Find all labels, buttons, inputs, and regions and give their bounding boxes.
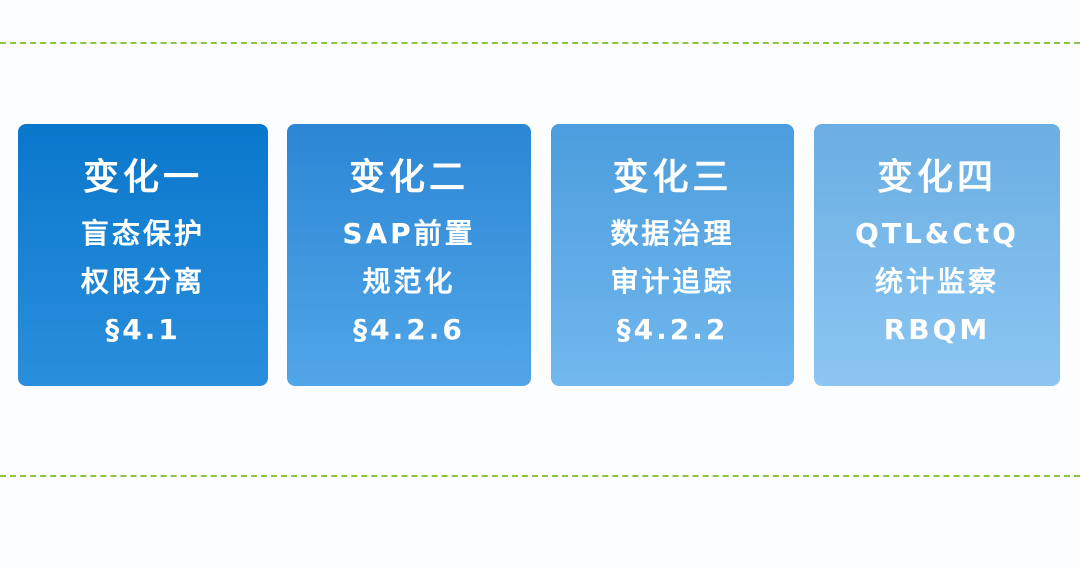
card-section-ref: §4.2.2 — [616, 313, 729, 346]
card-line: RBQM — [883, 313, 991, 346]
card-line: 统计监察 — [874, 265, 999, 298]
card-title: 变化一 — [82, 157, 203, 198]
card-title: 变化三 — [612, 157, 733, 198]
change-card-1: 变化一 盲态保护 权限分离 §4.1 — [18, 124, 268, 386]
card-line: 数据治理 — [610, 217, 735, 250]
change-card-3: 变化三 数据治理 审计追踪 §4.2.2 — [551, 124, 794, 386]
bottom-dashed-divider — [0, 475, 1080, 477]
card-line: 规范化 — [362, 265, 456, 298]
card-title: 变化四 — [876, 157, 997, 198]
card-line: SAP前置 — [342, 217, 476, 250]
change-card-4: 变化四 QTL&CtQ 统计监察 RBQM — [814, 124, 1060, 386]
card-section-ref: §4.2.6 — [353, 313, 465, 346]
card-line: 盲态保护 — [80, 217, 205, 250]
card-title: 变化二 — [348, 157, 469, 198]
card-section-ref: §4.1 — [105, 313, 181, 346]
card-line: 审计追踪 — [610, 265, 735, 298]
top-dashed-divider — [0, 42, 1080, 44]
card-line: QTL&CtQ — [855, 217, 1019, 250]
change-card-2: 变化二 SAP前置 规范化 §4.2.6 — [287, 124, 531, 386]
card-line: 权限分离 — [80, 265, 205, 298]
